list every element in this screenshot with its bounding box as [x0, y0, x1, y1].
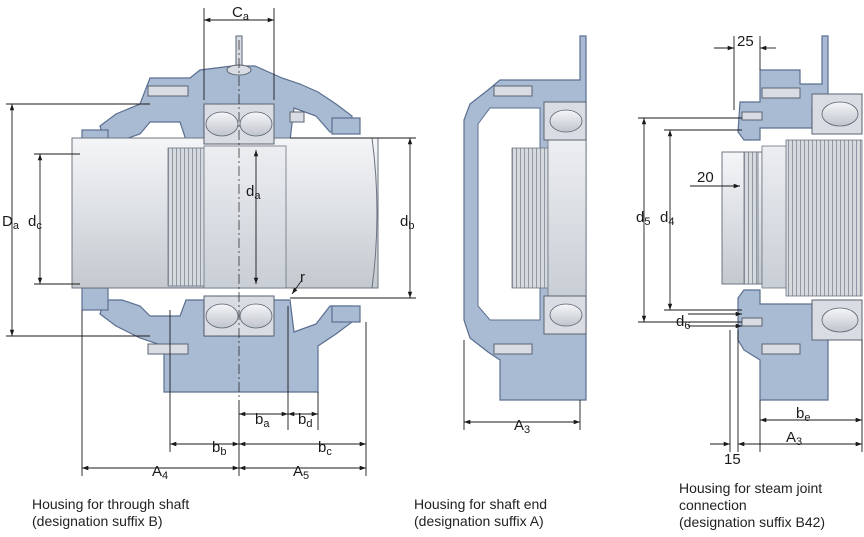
- dim-label-bc: bc: [318, 439, 332, 458]
- caption-through-shaft: Housing for through shaft (designation s…: [32, 496, 189, 530]
- dim-label-20: 20: [697, 169, 714, 186]
- dim-label-da: da: [246, 183, 261, 202]
- dim-label-ba: ba: [255, 411, 270, 430]
- dim-label-dc: dc: [28, 213, 42, 232]
- caption-line: Housing for through shaft: [32, 496, 190, 512]
- dim-label-r: r: [300, 269, 305, 286]
- dim-label-Da: Da: [2, 213, 20, 232]
- adapter-sleeve: [167, 147, 209, 287]
- dim-label-db: db: [400, 213, 414, 232]
- lower-seal-right: [331, 305, 361, 323]
- lower-seal-left: [81, 287, 109, 311]
- dim-label-A3-shaft-end: A3: [514, 417, 530, 436]
- dim-label-A3-steam: A3: [786, 429, 802, 448]
- dim-label-25: 25: [737, 33, 754, 50]
- dim-label-Ca: Ca: [232, 4, 250, 23]
- caption-shaft-end: Housing for shaft end (designation suffi…: [414, 496, 547, 530]
- dim-label-bd: bd: [298, 411, 312, 430]
- dim-label-A5: A5: [293, 463, 309, 482]
- dim-label-bb: bb: [212, 439, 226, 458]
- view-shaft-end: A3: [463, 35, 587, 436]
- dim-label-A4: A4: [152, 463, 168, 482]
- dim-label-d4: d4: [660, 209, 674, 228]
- view-through-shaft: Ca Da dc da db r ba bd bb bc A4 A5: [2, 4, 416, 482]
- caption-line: connection: [679, 497, 747, 513]
- dim-label-d5: d5: [636, 209, 650, 228]
- caption-steam-joint: Housing for steam joint connection (desi…: [679, 480, 825, 531]
- caption-line: (designation suffix A): [414, 513, 544, 529]
- view-steam-joint: 25 20 d5 d4 d6 be A3 15: [636, 33, 863, 468]
- caption-line: Housing for shaft end: [414, 496, 548, 512]
- caption-line: (designation suffix B42): [679, 514, 826, 530]
- dim-label-15: 15: [724, 451, 741, 468]
- housing-bolts: [147, 85, 305, 355]
- upper-seal-right: [331, 117, 361, 135]
- dim-label-be: be: [796, 405, 810, 424]
- caption-line: Housing for steam joint: [679, 480, 823, 496]
- dim-label-d6: d6: [676, 313, 690, 332]
- caption-line: (designation suffix B): [32, 513, 163, 529]
